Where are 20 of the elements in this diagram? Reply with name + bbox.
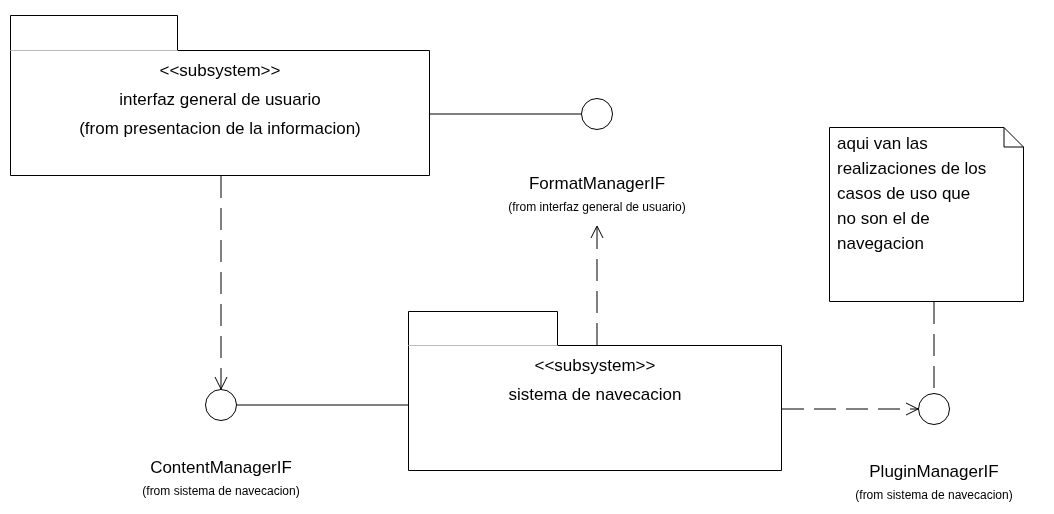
subsystem-package	[408, 311, 782, 471]
package-label: (from presentacion de la informacion)	[79, 118, 361, 140]
dependency-arrow	[781, 402, 919, 416]
interface-name: ContentManagerIF	[150, 458, 292, 478]
package-label: sistema de navecacion	[508, 384, 682, 406]
note	[829, 127, 1024, 302]
origin-note: (from sistema de navecacion)	[855, 488, 1013, 502]
package-label: interfaz general de usuario	[119, 89, 321, 111]
subsystem-package	[10, 15, 430, 176]
stereotype-label: <<subsystem>>	[159, 60, 281, 82]
origin-note: (from interfaz general de usuario)	[508, 200, 686, 214]
dependency-arrow	[214, 175, 228, 390]
note-text: aqui van las realizaciones de los casos de uso que no son el de navegacion	[837, 133, 987, 255]
origin-note: (from sistema de navecacion)	[142, 484, 300, 498]
interface-name: FormatManagerIF	[528, 174, 665, 194]
interface-name: PluginManagerIF	[869, 462, 999, 482]
dependency-arrow	[590, 225, 604, 346]
connector-line	[429, 113, 582, 115]
connector-line	[236, 404, 409, 406]
stereotype-label: <<subsystem>>	[534, 355, 656, 377]
